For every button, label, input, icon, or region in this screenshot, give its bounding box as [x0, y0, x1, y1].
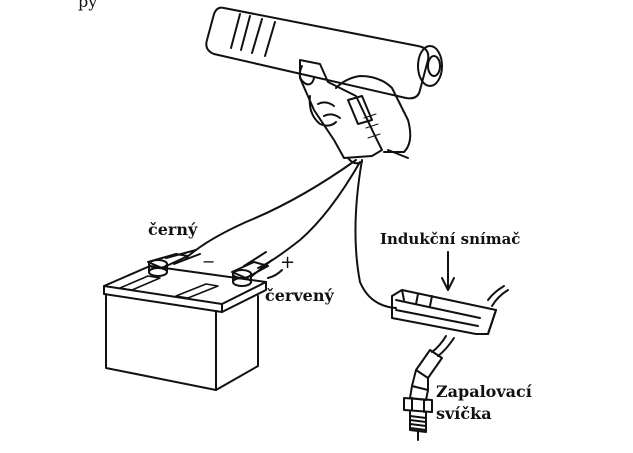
pickup-cable — [354, 159, 397, 309]
pickup-pointer-arrow — [441, 251, 455, 291]
label-spark-plug-line2: svíčka — [436, 404, 492, 423]
spark-plug — [403, 349, 443, 441]
red-clamp — [231, 251, 273, 279]
plus-arrow — [267, 269, 283, 279]
label-spark-plug-line1: Zapalovací — [436, 382, 532, 401]
timing-light-gun — [205, 6, 443, 165]
spark-plug-wire — [431, 285, 509, 357]
minus-sign: − — [202, 252, 216, 271]
label-inductive-pickup: Indukční snímač — [380, 230, 521, 248]
red-cable — [257, 161, 361, 269]
label-black-cable: černý — [148, 220, 198, 239]
header-fragment: py — [78, 0, 98, 11]
label-red-cable: červený — [265, 286, 334, 305]
black-clamp — [147, 249, 201, 269]
plus-sign: + — [280, 252, 296, 273]
black-cable — [185, 159, 357, 259]
battery — [103, 259, 267, 391]
inductive-pickup — [391, 289, 497, 335]
